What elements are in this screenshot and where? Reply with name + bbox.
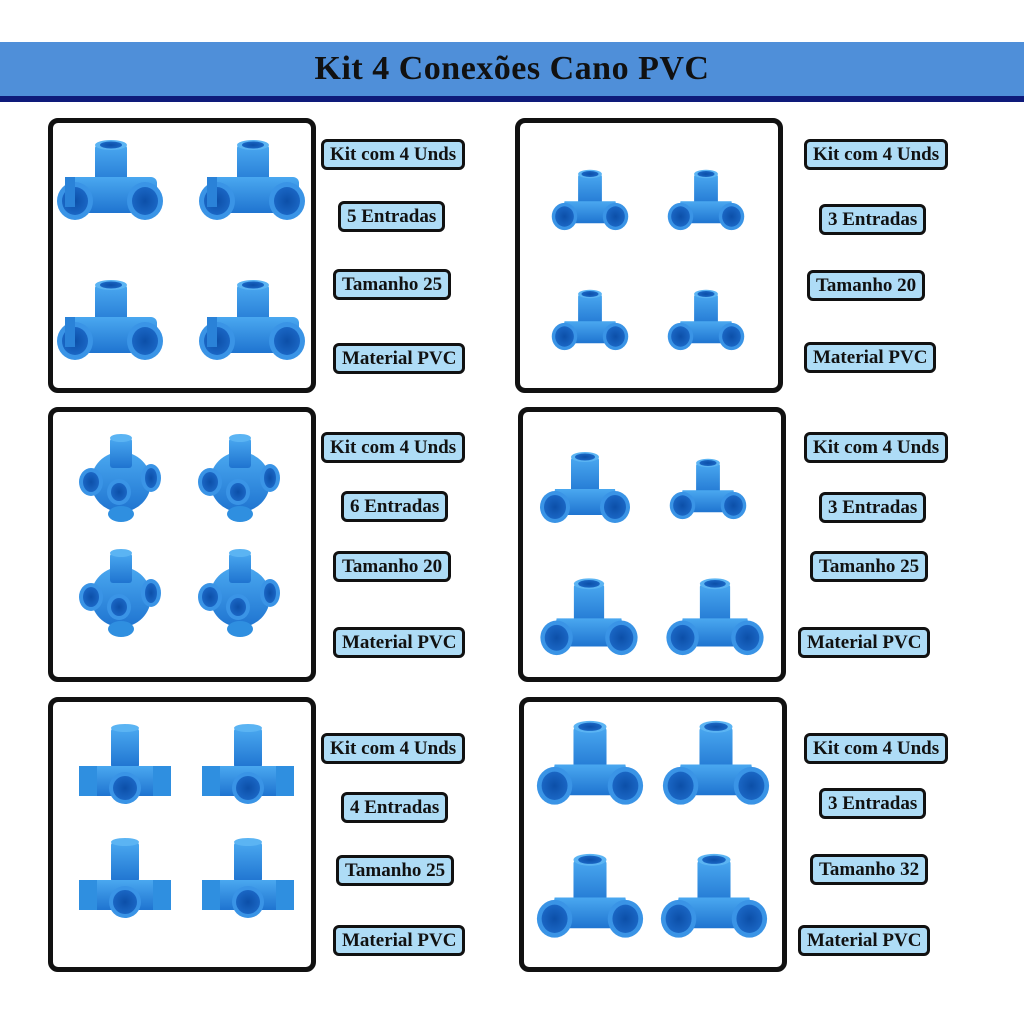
material-label: Material PVC: [798, 925, 931, 956]
pvc-3-way-elbow-icon: [667, 169, 745, 231]
size-label: Tamanho 25: [333, 269, 452, 300]
kit-quantity-label: Kit com 4 Unds: [321, 139, 466, 170]
product-panel-4-way: [48, 697, 316, 972]
pvc-4-way-connector-icon: [202, 724, 294, 804]
pvc-4-way-connector-icon: [79, 724, 294, 918]
pvc-3-way-elbow-icon: [669, 458, 747, 520]
pvc-3-way-elbow-icon: [540, 452, 764, 656]
inlets-label: 3 Entradas: [819, 788, 927, 819]
product-panel-5-way: [48, 118, 316, 393]
product-panel-6-way: [48, 407, 316, 682]
size-label: Tamanho 25: [336, 855, 455, 886]
inlets-label: 5 Entradas: [338, 201, 446, 232]
size-label: Tamanho 32: [810, 854, 929, 885]
product-panel-3-way-20: [515, 118, 783, 393]
kit-quantity-label: Kit com 4 Unds: [321, 733, 466, 764]
pvc-3-way-elbow-icon: [551, 169, 745, 351]
page-title: Kit 4 Conexões Cano PVC: [314, 50, 710, 87]
pvc-5-way-connector-icon: [57, 140, 163, 220]
material-label: Material PVC: [333, 627, 466, 658]
pvc-5-way-connector-icon: [199, 280, 305, 360]
size-label: Tamanho 20: [333, 551, 452, 582]
material-label: Material PVC: [798, 627, 931, 658]
pvc-3-way-elbow-icon: [660, 853, 768, 938]
inlets-label: 3 Entradas: [819, 204, 927, 235]
kit-quantity-label: Kit com 4 Unds: [804, 733, 949, 764]
pvc-3-way-elbow-icon: [666, 578, 764, 656]
pvc-3-way-elbow-icon: [536, 720, 770, 938]
pvc-3-way-elbow-icon: [667, 289, 745, 351]
size-label: Tamanho 20: [807, 270, 926, 301]
pvc-3-way-elbow-icon: [551, 289, 629, 351]
kit-quantity-label: Kit com 4 Unds: [804, 432, 949, 463]
pvc-4-way-connector-icon: [79, 724, 171, 804]
pvc-3-way-elbow-icon: [662, 720, 770, 805]
kit-quantity-label: Kit com 4 Unds: [804, 139, 949, 170]
pvc-6-way-connector-icon: [79, 434, 161, 522]
inlets-label: 3 Entradas: [819, 492, 927, 523]
product-panel-3-way-32: [519, 697, 787, 972]
pvc-3-way-elbow-icon: [551, 169, 629, 231]
size-label: Tamanho 25: [810, 551, 929, 582]
pvc-5-way-connector-icon: [199, 140, 305, 220]
pvc-3-way-elbow-icon: [540, 578, 638, 656]
material-label: Material PVC: [333, 925, 466, 956]
pvc-6-way-connector-icon: [198, 434, 280, 522]
kit-quantity-label: Kit com 4 Unds: [321, 432, 466, 463]
pvc-6-way-connector-icon: [79, 434, 280, 637]
pvc-3-way-elbow-icon: [536, 853, 644, 938]
inlets-label: 6 Entradas: [341, 491, 449, 522]
product-panel-3-way-25: [518, 407, 786, 682]
pvc-3-way-elbow-icon: [536, 720, 644, 805]
pvc-5-way-connector-icon: [57, 280, 163, 360]
pvc-4-way-connector-icon: [79, 838, 171, 918]
pvc-5-way-connector-icon: [57, 140, 305, 360]
pvc-3-way-elbow-icon: [540, 452, 630, 523]
pvc-6-way-connector-icon: [198, 549, 280, 637]
pvc-6-way-connector-icon: [79, 549, 161, 637]
inlets-label: 4 Entradas: [341, 792, 449, 823]
material-label: Material PVC: [804, 342, 937, 373]
title-banner: Kit 4 Conexões Cano PVC: [0, 42, 1024, 102]
pvc-4-way-connector-icon: [202, 838, 294, 918]
material-label: Material PVC: [333, 343, 466, 374]
